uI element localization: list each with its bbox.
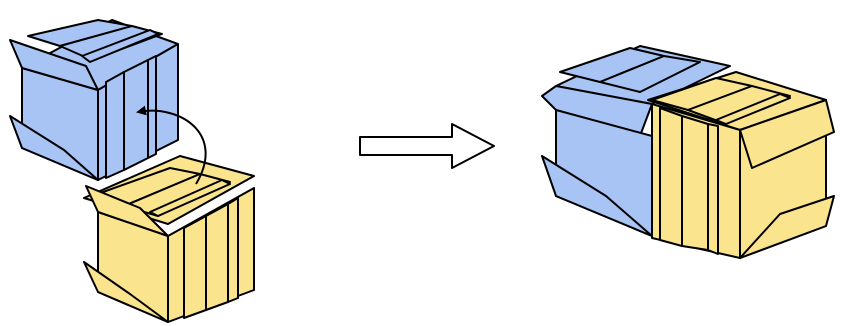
yellow-box-before — [83, 155, 255, 323]
blue-box-after-left-flap-top — [541, 85, 653, 137]
yellow-box-after-front-flap-1 — [659, 107, 683, 247]
yellow-box-after-top-flap-2 — [687, 85, 791, 125]
hollow-right-arrow-icon — [359, 123, 495, 169]
yellow-box-after-front-flap-3 — [707, 123, 719, 255]
blue-box-top-tape — [81, 29, 159, 63]
blue-box-after-top-flap-2 — [599, 55, 701, 93]
blue-box-before — [9, 19, 179, 181]
blue-box-right-flap-1 — [105, 71, 125, 179]
yellow-box-top-tape — [149, 179, 231, 217]
yellow-box-right-flap-3 — [227, 197, 239, 303]
yellow-box-right-flap-1 — [183, 215, 207, 319]
yellow-box-top-flap-2 — [123, 173, 231, 217]
yellow-box-after-right-flap-bottom — [739, 195, 835, 259]
yellow-box-after-right-flap-top — [739, 99, 835, 169]
blue-box-right-flap-3 — [147, 55, 157, 159]
yellow-box-after-front-flap-2 — [681, 115, 709, 251]
curved-arrow-icon — [136, 105, 207, 185]
yellow-box-after — [647, 71, 835, 259]
yellow-box-right-flap-2 — [205, 203, 229, 311]
blue-box-after — [541, 45, 731, 237]
yellow-box-after-top-tape — [715, 93, 791, 125]
blue-box-right-flap-2 — [123, 59, 149, 171]
